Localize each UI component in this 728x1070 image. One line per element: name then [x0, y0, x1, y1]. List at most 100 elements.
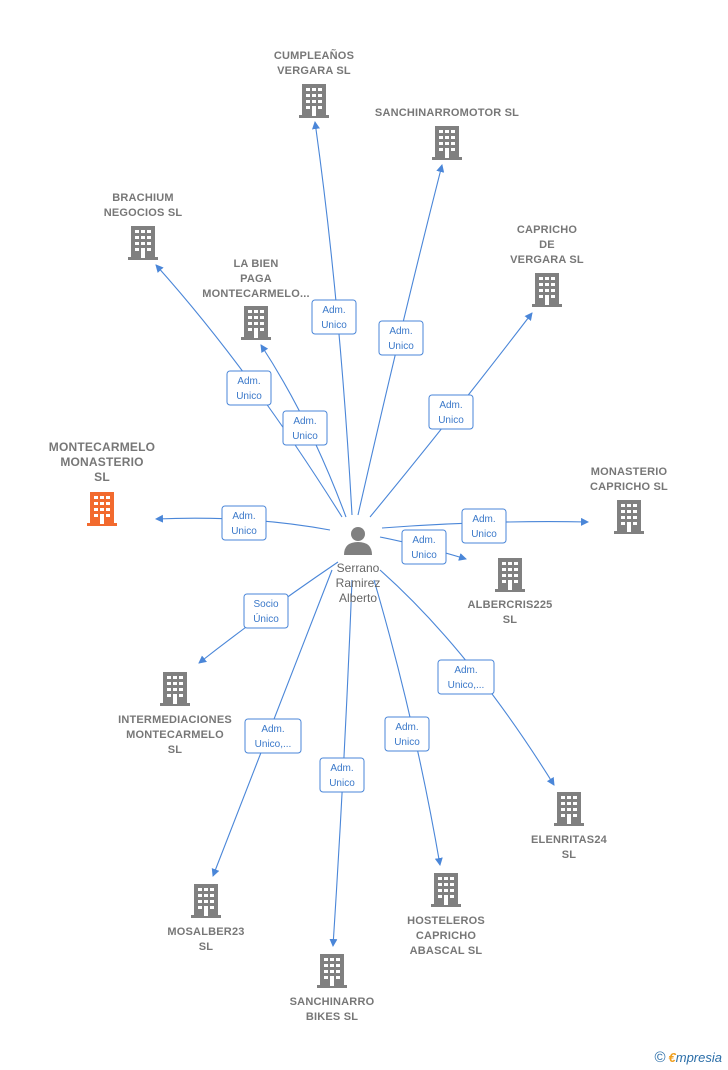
company-label-line: CAPRICHO: [416, 930, 477, 942]
building-icon: [160, 672, 190, 706]
company-node-intermediaciones[interactable]: INTERMEDIACIONES MONTECARMELO SL: [118, 672, 232, 756]
company-label-line: INTERMEDIACIONES: [118, 714, 232, 726]
logo-text: mpresia: [675, 1050, 722, 1065]
building-icon: [431, 873, 461, 907]
relation-box-albercris[interactable]: Adm. Unico: [401, 529, 447, 565]
relation-label-line: Unico: [321, 320, 347, 331]
relation-label-line: Unico: [471, 529, 497, 540]
company-label-line: MONASTERIO: [60, 455, 143, 469]
company-label-line: SL: [562, 849, 577, 861]
logo-initial: €: [668, 1050, 676, 1065]
company-label-line: LA BIEN: [234, 258, 279, 270]
company-label-line: ABASCAL SL: [410, 945, 483, 957]
building-icon: [317, 954, 347, 988]
relation-box-sanchinarromotor[interactable]: Adm. Unico: [378, 320, 424, 356]
company-label-line: CUMPLEAÑOS: [274, 49, 354, 62]
company-label-line: CAPRICHO: [517, 224, 578, 236]
building-icon: [432, 126, 462, 160]
relation-label-line: Unico: [411, 550, 437, 561]
relation-label-line: Unico: [388, 341, 414, 352]
relation-label-line: Unico: [231, 526, 257, 537]
company-label-line: SANCHINARROMOTOR SL: [375, 107, 519, 119]
relation-label-line: Unico: [394, 737, 420, 748]
company-label-line: SL: [168, 744, 183, 756]
company-label-line: PAGA: [240, 273, 272, 285]
relation-label-line: Único: [253, 612, 279, 625]
relation-label-line: Socio: [253, 599, 278, 610]
relation-label-line: Adm.: [412, 535, 435, 546]
relation-label-line: Unico: [329, 778, 355, 789]
person-label-line: Alberto: [339, 591, 377, 605]
company-node-hosteleros[interactable]: HOSTELEROS CAPRICHO ABASCAL SL: [407, 873, 485, 957]
relation-label-line: Unico,...: [448, 680, 485, 691]
relation-box-labien[interactable]: Adm. Unico: [282, 410, 328, 446]
edges-layer: [155, 121, 589, 947]
relation-box-montecarmelo[interactable]: Adm. Unico: [221, 505, 267, 541]
relation-label-line: Adm.: [439, 400, 462, 411]
relation-label-line: Unico,...: [255, 739, 292, 750]
company-node-sanchinarrobikes[interactable]: SANCHINARRO BIKES SL: [290, 954, 375, 1023]
company-label-line: MOSALBER23: [167, 926, 244, 938]
relation-label-line: Unico: [438, 415, 464, 426]
company-node-cumpleanos[interactable]: CUMPLEAÑOS VERGARA SL: [274, 49, 354, 118]
relation-label-line: Unico: [292, 431, 318, 442]
company-label-line: NEGOCIOS SL: [104, 207, 183, 219]
relation-box-sanchinarrobikes[interactable]: Adm. Unico: [319, 757, 365, 793]
person-label-line: Serrano: [337, 561, 380, 575]
relation-label-line: Adm.: [322, 305, 345, 316]
relation-box-monasterio[interactable]: Adm.Unico: [461, 508, 507, 544]
relation-boxes-layer: Adm.UnicoAdm.UnicoAdm.UnicoAdm.UnicoAdm.…: [221, 299, 507, 793]
relation-label-line: Adm.: [237, 376, 260, 387]
company-label-line: MONTECARMELO: [126, 729, 224, 741]
building-icon: [191, 884, 221, 918]
relation-label-line: Adm.: [389, 326, 412, 337]
relation-label-line: Adm.: [330, 763, 353, 774]
building-icon: [128, 226, 158, 260]
relation-box-elenritas[interactable]: Adm. Unico,...: [437, 659, 495, 695]
company-label-line: MONTECARMELO...: [202, 288, 310, 300]
company-label-line: SL: [199, 941, 214, 953]
relation-label-line: Adm.: [232, 511, 255, 522]
relation-label-line: Adm.: [395, 722, 418, 733]
relation-label-line: Adm.: [293, 416, 316, 427]
building-icon: [614, 500, 644, 534]
relation-box-cumpleanos[interactable]: Adm. Unico: [311, 299, 357, 335]
relation-box-hosteleros[interactable]: Adm. Unico: [384, 716, 430, 752]
nodes-layer: CUMPLEAÑOS VERGARA SL SANCHINARROMOTOR SL B…: [49, 49, 668, 1023]
company-label-line: MONTECARMELO: [49, 440, 155, 454]
company-label-line: SANCHINARRO: [290, 996, 375, 1008]
company-label-line: BIKES SL: [306, 1011, 358, 1023]
building-icon: [299, 84, 329, 118]
company-node-capricho[interactable]: CAPRICHO DE VERGARA SL: [510, 224, 584, 307]
relation-box-mosalber[interactable]: Adm. Unico,...: [244, 718, 302, 754]
relation-label-line: Unico: [236, 391, 262, 402]
company-node-sanchinarromotor[interactable]: SANCHINARROMOTOR SL: [375, 107, 519, 160]
company-node-brachium[interactable]: BRACHIUM NEGOCIOS SL: [104, 192, 183, 260]
company-label-line: VERGARA SL: [510, 254, 584, 266]
company-node-labien[interactable]: LA BIEN PAGA MONTECARMELO...: [202, 258, 310, 340]
company-label-line: BRACHIUM: [112, 192, 173, 204]
company-label-line: DE: [539, 239, 555, 251]
person-icon: [344, 527, 372, 555]
relation-label-line: Adm.: [454, 665, 477, 676]
copyright-symbol: ©: [654, 1049, 666, 1066]
company-label-line: SL: [503, 614, 518, 626]
company-label-line: VERGARA SL: [277, 65, 351, 77]
company-label-line: SL: [94, 470, 110, 484]
relation-box-brachium[interactable]: Adm. Unico: [226, 370, 272, 406]
empresia-logo[interactable]: ©€mpresia: [654, 1049, 722, 1066]
building-icon: [495, 558, 525, 592]
relation-box-capricho[interactable]: Adm. Unico: [428, 394, 474, 430]
relation-label-line: Adm.: [261, 724, 284, 735]
building-icon: [554, 792, 584, 826]
building-icon: [87, 492, 117, 526]
company-label-line: HOSTELEROS: [407, 915, 485, 927]
